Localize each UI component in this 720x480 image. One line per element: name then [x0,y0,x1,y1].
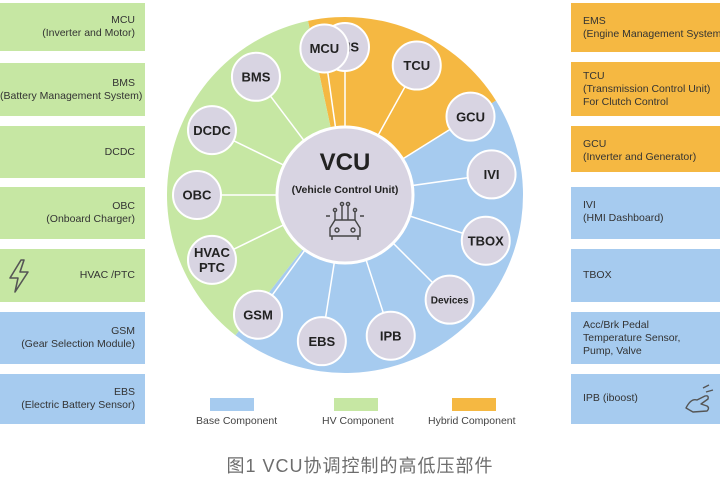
left-box-hvac: HVAC /PTC [0,249,145,302]
figure-caption: 图1 VCU协调控制的高低压部件 [226,456,494,476]
node-tbox: TBOX [460,215,511,266]
vcu-hub: VCU (Vehicle Control Unit) [275,125,415,265]
node-label: Devices [431,295,469,306]
box-title: GCU [583,138,607,150]
right-box-gcu: GCU (Inverter and Generator) [571,126,720,172]
right-box-pedal: Acc/Brk Pedal Temperature Sensor, Pump, … [571,312,720,364]
box-desc-2: Pump, Valve [583,345,642,357]
foot-pedal-icon [685,384,714,413]
node-gsm: GSM [233,289,284,340]
box-title: OBC [112,200,135,212]
node-circle [296,316,347,367]
right-box-tbox: TBOX [571,249,720,302]
node-label: GCU [456,109,485,124]
node-dcdc: DCDC [186,105,237,156]
left-box-dcdc: DCDC [0,126,145,178]
right-box-ipb: IPB (iboost) [571,374,720,424]
node-circle [424,274,475,325]
legend-label-base: Base Component [196,415,277,427]
legend-label-hybrid: Hybrid Component [428,415,516,427]
left-box-mcu: MCU (Inverter and Motor) [0,3,145,51]
box-desc: (Gear Selection Module) [21,338,135,350]
node-label: PTC [199,260,226,275]
node-circle [466,149,517,200]
node-label: IVI [484,167,500,182]
node-circle [172,170,222,220]
box-desc-2: For Clutch Control [583,96,669,108]
box-title: TBOX [583,269,612,281]
hub-title: VCU [320,149,371,176]
node-label: EBS [308,334,335,349]
box-desc: (Transmission Control Unit) [583,83,711,95]
box-title: BMS [112,76,135,89]
lightning-icon [9,259,29,293]
node-label: GSM [243,307,273,322]
hub-subtitle: (Vehicle Control Unit) [292,184,399,196]
node-circle [299,23,350,74]
box-title: MCU [111,14,135,26]
left-box-ebs: EBS (Electric Battery Sensor) [0,374,145,424]
right-box-tcu: TCU (Transmission Control Unit) For Clut… [571,62,720,116]
box-desc: (Electric Battery Sensor) [21,399,135,411]
connected-car-icon [326,201,364,240]
box-title: DCDC [104,145,135,158]
node-circle [445,91,496,142]
component-nodes: EMSTCUGCUIVITBOXDevicesIPBEBSGSMHVACPTCO… [172,22,517,367]
node-label: OBC [183,188,213,203]
node-label: DCDC [193,123,231,138]
node-label: IPB [380,328,402,343]
node-label: TCU [403,58,430,73]
legend-swatch-base [210,398,254,411]
node-obc: OBC [172,170,222,220]
node-circle [186,234,237,285]
box-title: HVAC /PTC [79,269,135,281]
node-bms: BMS [230,51,281,102]
box-title: IPB (iboost) [583,392,638,404]
box-desc: (Battery Management System) [0,89,143,102]
box-desc: Temperature Sensor, [583,332,681,344]
node-circle [391,40,442,91]
node-circle [460,215,511,266]
node-tcu: TCU [391,40,442,91]
legend: Base Component HV Component Hybrid Compo… [196,398,516,427]
box-desc: (Inverter and Motor) [42,27,135,39]
node-ebs: EBS [296,316,347,367]
node-ivi: IVI [466,149,517,200]
node-label: MCU [310,41,340,56]
node-mcu: MCU [299,23,350,74]
box-title: IVI [583,199,596,211]
right-box-ivi: IVI (HMI Dashboard) [571,187,720,239]
right-box-ems: EMS (Engine Management System) [571,3,720,52]
left-box-bms: BMS (Battery Management System) [0,63,145,116]
box-title: GSM [111,325,135,337]
box-title: TCU [583,70,605,82]
left-box-gsm: GSM (Gear Selection Module) [0,312,145,364]
node-label: TBOX [468,233,504,248]
node-gcu: GCU [445,91,496,142]
legend-label-hv: HV Component [322,415,394,427]
node-label: HVAC [194,245,230,260]
box-desc: (Inverter and Generator) [583,151,697,163]
node-circle [230,51,281,102]
node-circle [365,310,416,361]
node-devices: Devices [424,274,475,325]
box-title: Acc/Brk Pedal [583,319,649,331]
box-title: EBS [113,386,135,398]
box-desc: (Onboard Charger) [46,213,135,225]
node-circle [233,289,284,340]
box-title: EMS [583,15,606,27]
node-circle [186,105,237,156]
node-label: BMS [241,69,270,84]
left-box-obc: OBC (Onboard Charger) [0,187,145,239]
box-desc: (Engine Management System) [583,28,720,40]
node-ipb: IPB [365,310,416,361]
box-desc: (HMI Dashboard) [583,212,664,224]
legend-swatch-hybrid [452,398,496,411]
legend-swatch-hv [334,398,378,411]
